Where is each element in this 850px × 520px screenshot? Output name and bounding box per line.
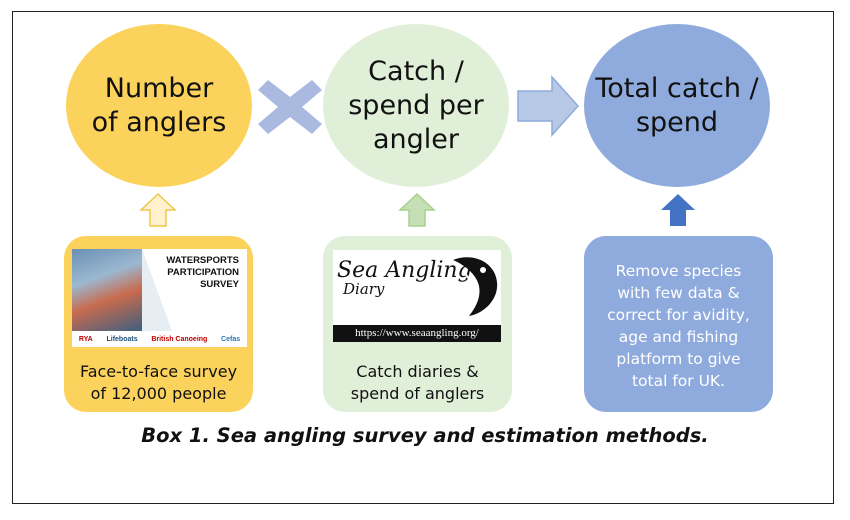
diary-url: https://www.seaangling.org/ (333, 325, 501, 342)
right-arrow-icon (517, 75, 580, 137)
survey-source-box: WATERSPORTS PARTICIPATION SURVEY RYA Lif… (64, 236, 253, 412)
total-catch-spend-label: Total catch / spend (595, 72, 759, 138)
catch-spend-per-angler-node: Catch / spend per angler (323, 24, 509, 187)
estimation-description: Remove species with few data & correct f… (607, 262, 750, 390)
logo-cefas: Cefas (221, 335, 241, 343)
logo-british-canoeing: British Canoeing (151, 335, 208, 343)
watersports-survey-image: WATERSPORTS PARTICIPATION SURVEY RYA Lif… (72, 249, 247, 347)
multiply-cross-icon (258, 80, 322, 134)
logo-rya: RYA (78, 335, 93, 343)
sea-angling-diary-logo: Sea Angling Diary https://www.seaangling… (333, 250, 501, 342)
sponsor-logos: RYA Lifeboats British Canoeing Cefas (72, 331, 247, 347)
diary-source-box: Sea Angling Diary https://www.seaangling… (323, 236, 512, 412)
number-of-anglers-label: Number of anglers (91, 72, 227, 138)
fish-icon (453, 257, 498, 316)
paddlers-photo (72, 249, 172, 331)
figure-caption: Box 1. Sea angling survey and estimation… (141, 424, 709, 447)
figure-frame (12, 11, 834, 504)
diary-logo-sub: Diary (343, 280, 385, 298)
survey-description: Face-to-face survey of 12,000 people (79, 362, 238, 403)
diary-description: Catch diaries & spend of anglers (350, 362, 485, 403)
up-arrow-blue-icon (661, 194, 695, 226)
survey-badge-title: WATERSPORTS PARTICIPATION SURVEY (166, 255, 239, 290)
diary-logo-title: Sea Angling (337, 258, 472, 283)
number-of-anglers-node: Number of anglers (66, 24, 252, 187)
up-arrow-yellow-icon (139, 192, 177, 227)
catch-spend-per-angler-label: Catch / spend per angler (348, 55, 484, 155)
up-arrow-green-icon (398, 192, 436, 227)
estimation-method-box: Remove species with few data & correct f… (584, 236, 773, 412)
logo-lifeboats: Lifeboats (106, 335, 138, 343)
total-catch-spend-node: Total catch / spend (584, 24, 770, 187)
